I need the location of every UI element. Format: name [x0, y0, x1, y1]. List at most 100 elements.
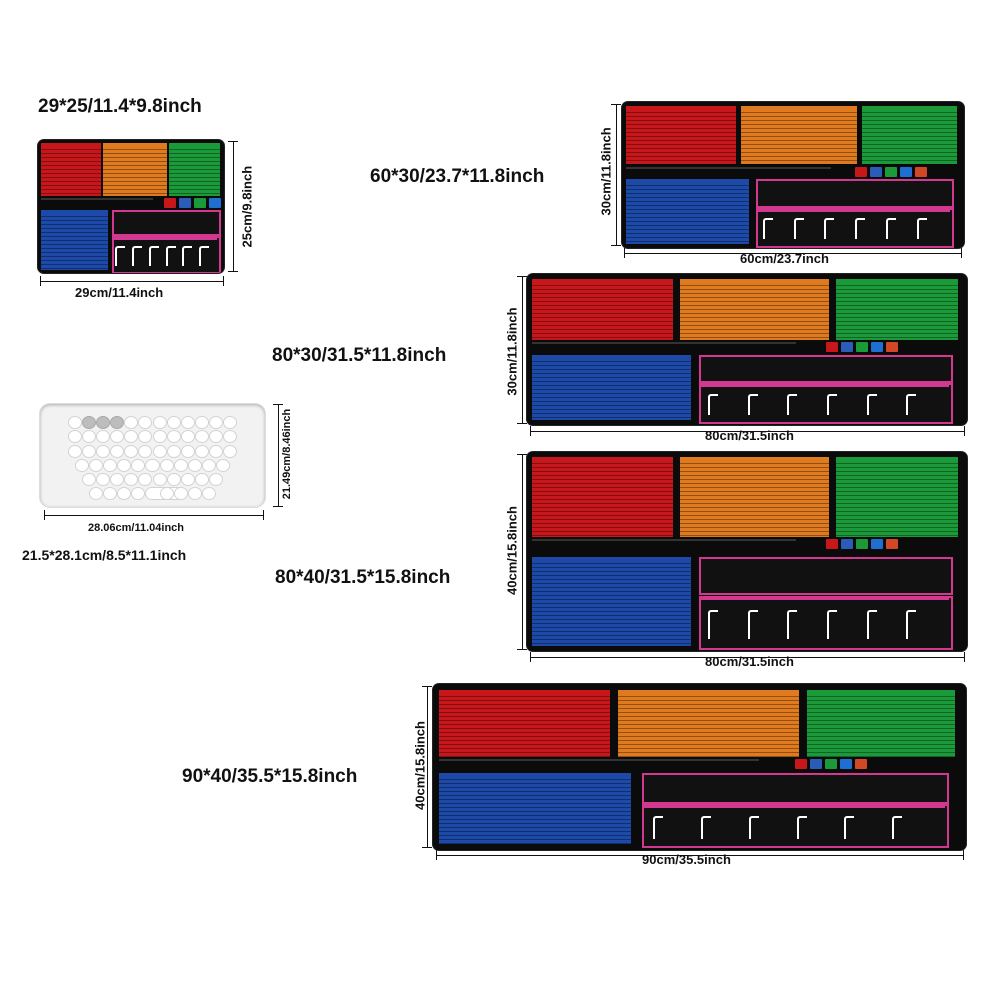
panel-row	[835, 289, 959, 291]
panel-row	[862, 140, 958, 142]
stretch-figure-icon	[866, 610, 877, 639]
panel-row	[835, 293, 959, 295]
panel-row	[626, 128, 736, 130]
panel-row	[439, 752, 610, 754]
mousepad-29x25	[38, 140, 224, 273]
panel-row	[835, 321, 959, 323]
panel-row	[532, 638, 691, 640]
panel-row	[679, 289, 830, 291]
stretch-figure-icon	[148, 245, 159, 266]
width-marker	[530, 426, 965, 436]
width-marker	[624, 248, 962, 258]
keyboard-key	[180, 430, 195, 444]
panel-row	[532, 618, 691, 620]
panel-row	[532, 380, 691, 382]
panel-row	[626, 237, 750, 239]
panel-row	[439, 696, 610, 698]
panel-row	[439, 708, 610, 710]
keyboard-key	[131, 458, 146, 472]
keyboard-key	[187, 486, 202, 500]
keyboard-key	[152, 416, 167, 430]
panel-row	[532, 578, 691, 580]
keyboard-key	[166, 416, 181, 430]
panel-row	[103, 161, 167, 162]
panel-row	[41, 193, 101, 194]
panel-row	[439, 799, 632, 801]
panel-row	[532, 503, 674, 505]
panel-row	[679, 297, 830, 299]
panel-row	[626, 217, 750, 219]
keyboard-key	[82, 472, 97, 486]
app-icon	[899, 166, 912, 177]
panel-row	[532, 519, 674, 521]
panel-row	[439, 815, 632, 817]
panel-row	[807, 728, 956, 730]
panel-row	[532, 614, 691, 616]
stretch-figure-icon	[866, 393, 877, 416]
stretch-figure-icon	[916, 217, 927, 240]
panel-row	[439, 728, 610, 730]
panel-row	[532, 630, 691, 632]
panel-row	[617, 724, 800, 726]
panel-row	[807, 712, 956, 714]
panel-row	[862, 152, 958, 154]
panel-row	[532, 285, 674, 287]
height-marker	[517, 276, 527, 424]
keyboard-key	[166, 472, 181, 486]
panel-row	[862, 136, 958, 138]
product-4-title: 80*40/31.5*15.8inch	[275, 567, 451, 588]
panel-row	[626, 189, 750, 191]
product-2-title: 60*30/23.7*11.8inch	[370, 166, 545, 187]
office-app-icons	[164, 198, 224, 209]
panel-row	[740, 124, 857, 126]
keyboard-key	[194, 430, 209, 444]
panel-row	[862, 124, 958, 126]
stretch-figure-icon	[708, 393, 719, 416]
app-icon	[869, 166, 882, 177]
powerpoint-shortcuts-panel	[532, 354, 691, 420]
app-icon	[826, 341, 839, 352]
panel-row	[169, 161, 221, 162]
windows-shortcuts-panel	[835, 457, 959, 537]
panel-row	[532, 400, 691, 402]
panel-row	[169, 189, 221, 190]
panel-row	[679, 499, 830, 501]
panel-row	[41, 173, 101, 174]
panel-row	[532, 388, 691, 390]
panel-row	[439, 839, 632, 841]
panel-row	[617, 716, 800, 718]
keyboard-key	[124, 472, 139, 486]
panel-row	[626, 164, 736, 166]
product-3-width-label: 80cm/31.5inch	[705, 428, 794, 443]
panel-row	[679, 527, 830, 529]
width-marker	[44, 510, 264, 520]
app-icon	[856, 341, 869, 352]
stretch-figure-icon	[182, 245, 193, 266]
panel-row	[41, 239, 108, 241]
panel-row	[626, 221, 750, 223]
stretch-figure-icon	[906, 393, 917, 416]
panel-row	[679, 519, 830, 521]
panel-row	[532, 602, 691, 604]
panel-row	[532, 392, 691, 394]
windows-shortcuts-panel	[835, 279, 959, 340]
excel-tricks-panel	[699, 556, 954, 595]
panel-row	[862, 120, 958, 122]
panel-row	[41, 157, 101, 158]
excel-tricks-panel	[756, 179, 955, 208]
panel-row	[41, 243, 108, 245]
panel-row	[169, 153, 221, 154]
desk-stretches-header	[641, 804, 945, 809]
panel-row	[532, 515, 674, 517]
keyboard-key	[138, 416, 153, 430]
panel-row	[169, 185, 221, 186]
panel-row	[532, 475, 674, 477]
panel-row	[439, 700, 610, 702]
panel-row	[532, 317, 674, 319]
height-marker	[273, 404, 283, 507]
panel-row	[439, 811, 632, 813]
product-1-height-label: 25cm/9.8inch	[239, 165, 255, 248]
width-marker	[530, 652, 965, 662]
panel-row	[532, 404, 691, 406]
panel-row	[835, 535, 959, 537]
